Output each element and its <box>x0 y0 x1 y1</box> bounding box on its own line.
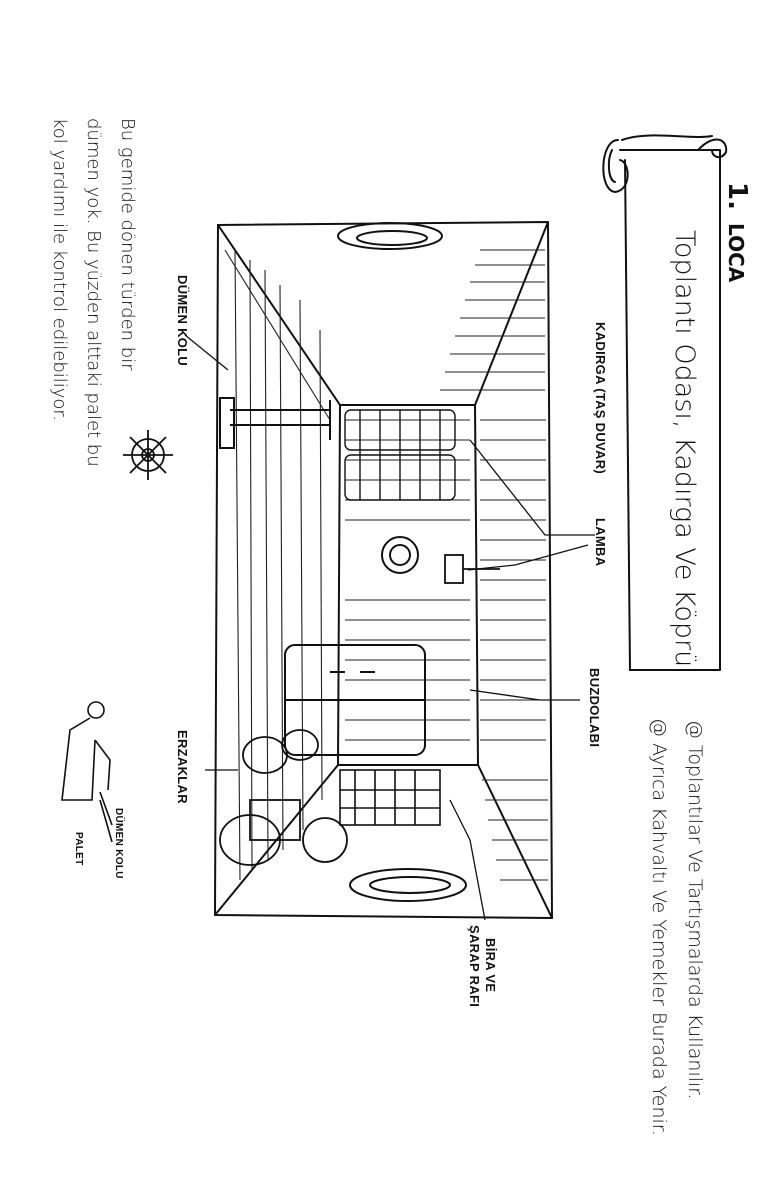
porthole-top <box>337 222 443 250</box>
fridge <box>284 644 426 756</box>
porthole-bottom <box>349 868 467 902</box>
supplies <box>219 729 348 866</box>
label-buzdolabi: BUZDOLABI <box>587 668 602 748</box>
sailor-figure <box>61 701 113 843</box>
label-dumen-kolu: DÜMEN KOLU <box>175 275 190 367</box>
label-erzaklar: ERZAKLAR <box>175 730 190 804</box>
stone-wall <box>344 409 456 501</box>
figure-label-palet: PALET <box>73 832 84 866</box>
label-kadirga: KADIRGA (TAŞ DUVAR) <box>593 322 608 475</box>
label-bira-line1: BİRA VE <box>483 938 498 993</box>
porthole-back <box>381 536 419 574</box>
wine-rack <box>339 769 441 826</box>
plank-lines <box>224 249 548 881</box>
side-note-line3: kol yardımı ile kontrol edilebiliyor. <box>49 118 70 421</box>
side-note-line1: Bu gemide dönen türden bir <box>117 118 138 371</box>
back-wall <box>337 404 479 766</box>
ship-wheel-icon <box>123 430 173 480</box>
helm-lever <box>219 397 331 449</box>
label-bira-line2: ŞARAP RAFI <box>467 925 482 1008</box>
side-note-line2: dümen yok. Bu yüzden alttaki palet bu <box>83 118 104 467</box>
figure-label-dumen-kolu: DÜMEN KOLU <box>113 808 124 879</box>
callout-lines <box>184 334 595 921</box>
label-lamba: LAMBA <box>593 518 608 567</box>
